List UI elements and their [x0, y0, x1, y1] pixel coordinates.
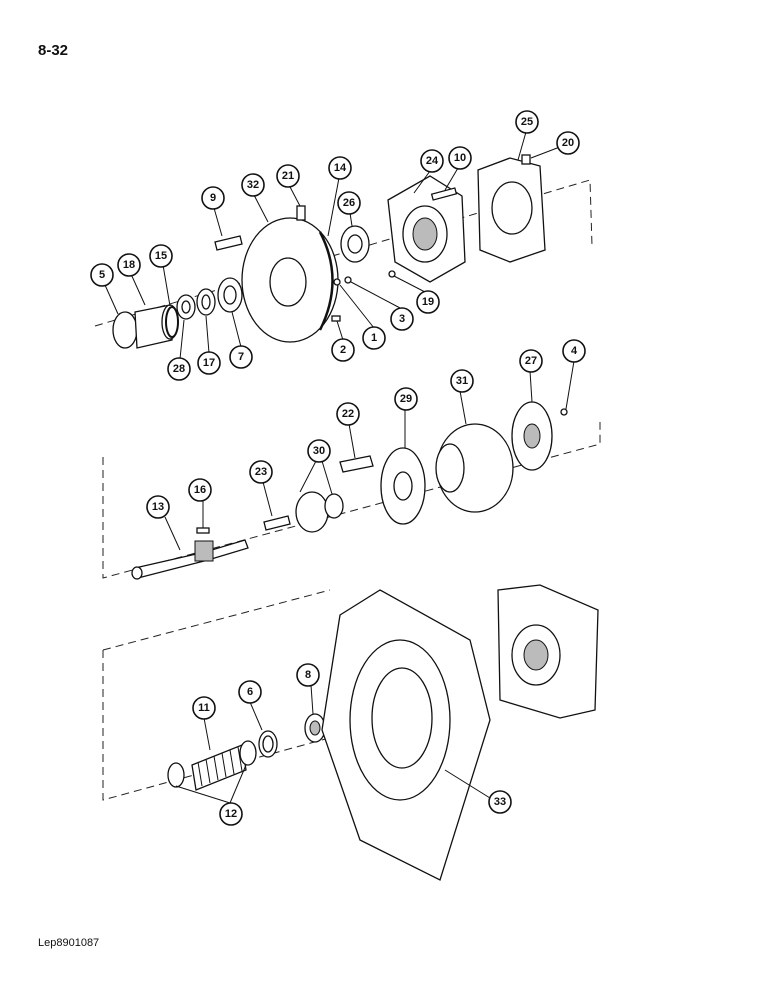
svg-text:33: 33	[494, 796, 506, 808]
svg-text:19: 19	[422, 296, 434, 308]
callout-31: 31	[450, 369, 474, 393]
svg-text:25: 25	[521, 116, 533, 128]
document-code: Lep8901087	[38, 937, 100, 949]
svg-text:15: 15	[155, 250, 167, 262]
callout-8: 8	[296, 663, 320, 687]
svg-text:17: 17	[203, 357, 215, 369]
callout-2: 2	[331, 338, 355, 362]
svg-text:29: 29	[400, 393, 412, 405]
svg-text:16: 16	[194, 484, 206, 496]
callout-28: 28	[167, 357, 191, 381]
callout-29: 29	[394, 387, 418, 411]
svg-text:4: 4	[571, 345, 578, 357]
svg-text:30: 30	[313, 445, 325, 457]
callout-1: 1	[362, 326, 386, 350]
svg-text:11: 11	[198, 702, 210, 714]
callout-25: 25	[515, 110, 539, 134]
upper-assembly	[112, 154, 546, 349]
snap-ring-part	[112, 311, 138, 349]
svg-text:8: 8	[305, 669, 311, 681]
callout-33: 33	[488, 790, 512, 814]
lower-assembly	[167, 584, 599, 881]
callout-6: 6	[238, 680, 262, 704]
callout-20: 20	[556, 131, 580, 155]
svg-text:22: 22	[342, 408, 354, 420]
callout-24: 24	[420, 149, 444, 173]
svg-text:14: 14	[334, 162, 347, 174]
svg-text:20: 20	[562, 137, 574, 149]
svg-text:5: 5	[99, 269, 105, 281]
leader-lines	[104, 131, 575, 804]
svg-text:1: 1	[371, 332, 377, 344]
callout-19: 19	[416, 290, 440, 314]
callout-16: 16	[188, 478, 212, 502]
callout-23: 23	[249, 460, 273, 484]
svg-text:21: 21	[282, 170, 294, 182]
svg-text:26: 26	[343, 197, 355, 209]
svg-text:32: 32	[247, 179, 259, 191]
callout-26: 26	[337, 191, 361, 215]
callout-7: 7	[229, 345, 253, 369]
page-number: 8-32	[38, 42, 69, 59]
svg-text:12: 12	[225, 808, 237, 820]
svg-text:27: 27	[525, 355, 537, 367]
callout-4: 4	[562, 339, 586, 363]
callout-30: 30	[307, 439, 331, 463]
svg-text:9: 9	[210, 192, 216, 204]
callout-21: 21	[276, 164, 300, 188]
callout-22: 22	[336, 402, 360, 426]
svg-text:18: 18	[123, 259, 135, 271]
svg-text:31: 31	[456, 375, 468, 387]
callout-18: 18	[117, 253, 141, 277]
callout-27: 27	[519, 349, 543, 373]
callout-11: 11	[192, 696, 216, 720]
callout-10: 10	[448, 146, 472, 170]
svg-text:3: 3	[399, 313, 405, 325]
shaft-part	[134, 539, 249, 579]
callout-9: 9	[201, 186, 225, 210]
callout-3: 3	[390, 307, 414, 331]
svg-text:23: 23	[255, 466, 267, 478]
svg-text:10: 10	[454, 152, 466, 164]
callout-15: 15	[149, 244, 173, 268]
callout-12: 12	[219, 802, 243, 826]
callout-labels: 1 2 3 4 5 6 7 8 9 10 11 12 13 14 15 16 1…	[90, 110, 586, 826]
callout-14: 14	[328, 156, 352, 180]
svg-text:13: 13	[152, 501, 164, 513]
svg-text:7: 7	[238, 351, 244, 363]
svg-text:2: 2	[340, 344, 346, 356]
callout-17: 17	[197, 351, 221, 375]
svg-text:24: 24	[426, 155, 439, 167]
svg-text:28: 28	[173, 363, 185, 375]
svg-text:6: 6	[247, 686, 253, 698]
callout-32: 32	[241, 173, 265, 197]
callout-5: 5	[90, 263, 114, 287]
callout-13: 13	[146, 495, 170, 519]
